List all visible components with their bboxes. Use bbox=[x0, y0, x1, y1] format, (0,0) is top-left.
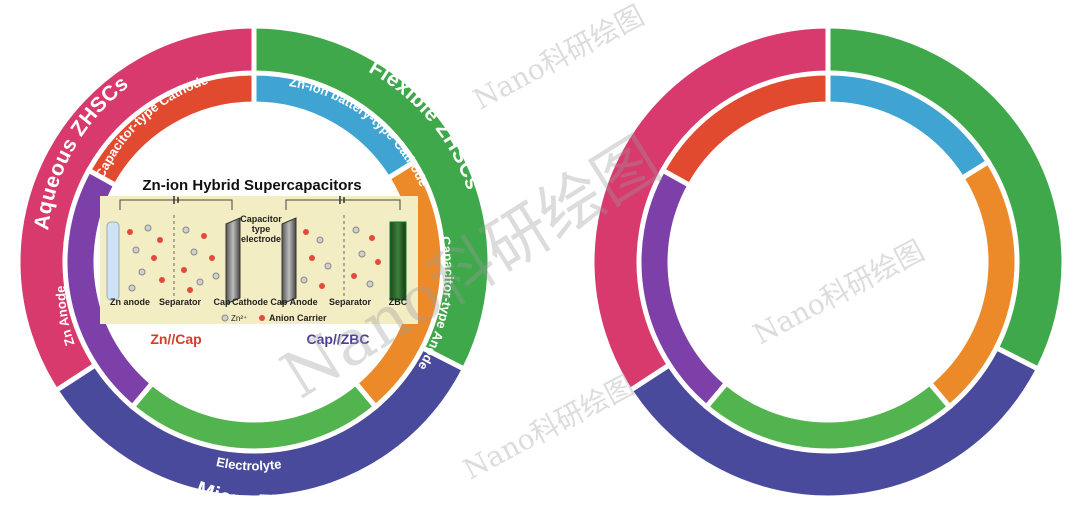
anion-particle bbox=[375, 259, 381, 265]
zn-ion-particle bbox=[132, 246, 140, 254]
anion-particle bbox=[181, 267, 187, 273]
zn-ion-particle bbox=[182, 226, 190, 234]
zn-ion-particle bbox=[358, 250, 366, 258]
zn-ion-particle bbox=[324, 262, 332, 270]
zn-ion-particle bbox=[300, 276, 308, 284]
zbc-electrode bbox=[389, 221, 407, 301]
label-cap: Cap bbox=[213, 297, 231, 307]
anion-particle bbox=[127, 229, 133, 235]
zn-anode-electrode bbox=[106, 221, 120, 301]
label-cap-anode: Cap Anode bbox=[270, 297, 317, 307]
legend-anion-carrier: Anion Carrier bbox=[269, 313, 327, 323]
zn-ion-particle bbox=[352, 226, 360, 234]
left-inner-segment-zn-anode bbox=[62, 166, 156, 411]
anion-particle bbox=[159, 277, 165, 283]
cap-cathode-electrode bbox=[225, 217, 241, 305]
anion-legend-marker bbox=[259, 315, 265, 321]
right-circuit-wire bbox=[285, 199, 401, 210]
anion-particle bbox=[201, 233, 207, 239]
label-zn-anode: Zn anode bbox=[110, 297, 150, 307]
zn-ion-particle bbox=[128, 284, 136, 292]
zn-ion-particle bbox=[366, 280, 374, 288]
legend-zn-ion: Zn²⁺ bbox=[231, 314, 247, 323]
zn-ion-particle bbox=[190, 248, 198, 256]
center-title: Zn-ion Hybrid Supercapacitors bbox=[142, 177, 361, 194]
label-separator-right: Separator bbox=[329, 297, 372, 307]
center-schematic: Zn-ion Hybrid Supercapacitors Capacitor … bbox=[100, 177, 418, 347]
anion-particle bbox=[351, 273, 357, 279]
zn-ion-particle bbox=[212, 272, 220, 280]
left-ring-diagram bbox=[15, 23, 493, 501]
ion-particles bbox=[127, 224, 381, 293]
anion-particle bbox=[309, 255, 315, 261]
inner-label-electrolyte: Electrolyte bbox=[215, 454, 282, 473]
anion-particle bbox=[187, 287, 193, 293]
cap-label-line2: type bbox=[252, 224, 271, 234]
caption-cap-zbc: Cap//ZBC bbox=[307, 331, 370, 347]
anion-particle bbox=[209, 255, 215, 261]
cap-label-line1: Capacitor bbox=[240, 214, 282, 224]
watermark-bottom: Nano科研绘图 bbox=[458, 369, 640, 486]
watermark-right: Nano科研绘图 bbox=[748, 234, 930, 351]
anion-particle bbox=[151, 255, 157, 261]
right-inner-segment-zn-anode bbox=[636, 166, 730, 411]
zn-ion-particle bbox=[196, 278, 204, 286]
anion-particle bbox=[319, 283, 325, 289]
anion-particle bbox=[369, 235, 375, 241]
right-ring-diagram bbox=[589, 23, 1067, 501]
label-separator-left: Separator bbox=[159, 297, 202, 307]
anion-particle bbox=[303, 229, 309, 235]
zn-ion-particle bbox=[138, 268, 146, 276]
caption-zn-cap: Zn//Cap bbox=[150, 331, 201, 347]
watermark-top: Nano科研绘图 bbox=[468, 0, 650, 116]
cap-label-line3: electrode bbox=[241, 234, 281, 244]
left-circuit-wire bbox=[119, 199, 233, 210]
anion-particle bbox=[157, 237, 163, 243]
zn-ion-particle bbox=[316, 236, 324, 244]
zn-ion-legend-marker bbox=[221, 314, 229, 322]
cap-anode-electrode bbox=[281, 217, 297, 305]
zn-ion-particle bbox=[144, 224, 152, 232]
label-zbc: ZBC bbox=[389, 297, 408, 307]
label-cathode: Cathode bbox=[232, 297, 268, 307]
